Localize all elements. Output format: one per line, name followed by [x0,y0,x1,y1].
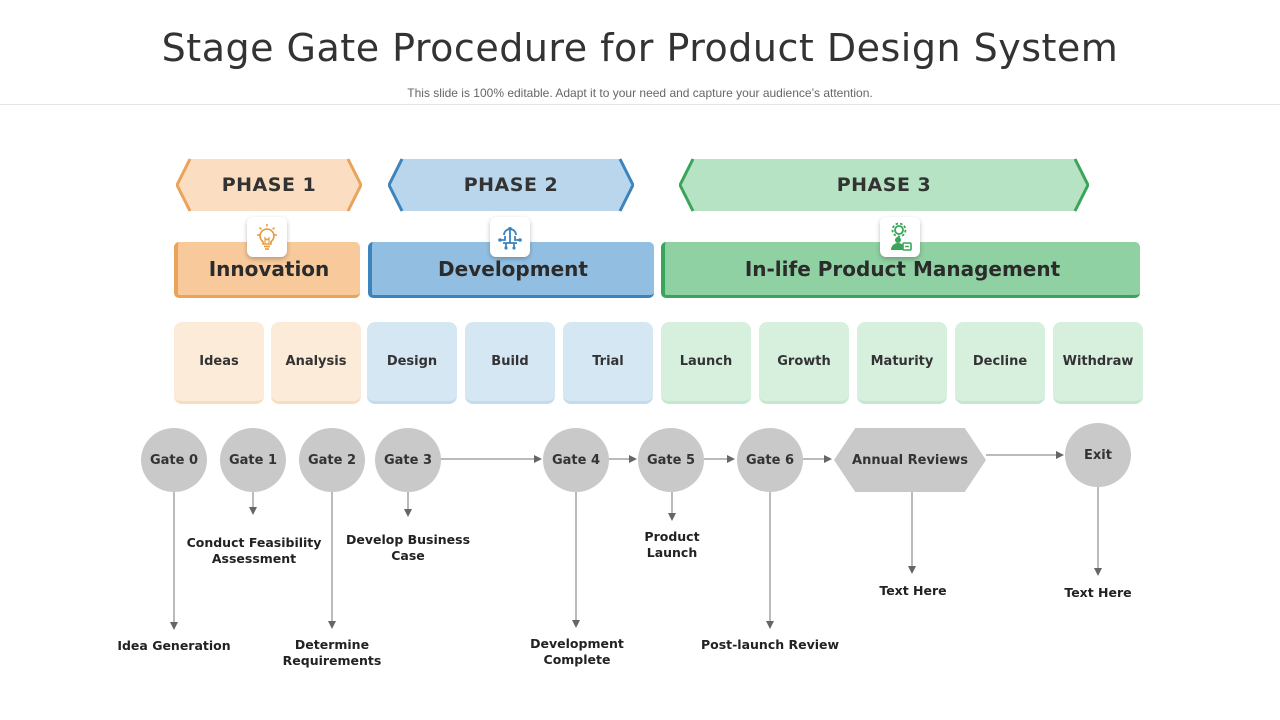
note-exit-text: Text Here [1064,585,1132,600]
lightbulb-icon [247,217,287,257]
phase-1-chevron: PHASE 1 [176,158,362,212]
note-annual-text: Text Here [879,583,947,598]
in-life-management-bar: In-life Product Management [661,242,1140,298]
gate-2: Gate 2 [299,428,365,492]
gate-6: Gate 6 [737,428,803,492]
slide-title: Stage Gate Procedure for Product Design … [161,26,1119,70]
note-idea-generation: Idea Generation [117,638,231,653]
note-development-complete: Development Complete [530,636,624,667]
stage-launch: Launch [661,322,751,404]
stage-withdraw: Withdraw [1053,322,1143,404]
gear-person-icon [880,217,920,257]
gate-4: Gate 4 [543,428,609,492]
stage-build: Build [465,322,555,404]
stage-ideas: Ideas [174,322,264,404]
header-divider [0,104,1280,105]
slide-subtitle: This slide is 100% editable. Adapt it to… [407,86,873,100]
stage-decline: Decline [955,322,1045,404]
innovation-bar: Innovation [174,242,360,298]
annual-reviews-hexagon: Annual Reviews [834,428,986,492]
note-requirements: Determine Requirements [282,637,382,668]
phase-1-label: PHASE 1 [221,174,317,196]
exit-node: Exit [1065,423,1131,487]
gate-5: Gate 5 [638,428,704,492]
gate-1: Gate 1 [220,428,286,492]
note-post-launch-review: Post-launch Review [700,637,840,652]
stage-design: Design [367,322,457,404]
phase-3-chevron: PHASE 3 [679,158,1089,212]
phase-2-label: PHASE 2 [463,174,559,196]
phase-2-chevron: PHASE 2 [388,158,634,212]
gate-0: Gate 0 [141,428,207,492]
circuit-icon [490,217,530,257]
stage-trial: Trial [563,322,653,404]
note-feasibility: Conduct Feasibility Assessment [186,535,322,566]
phase-3-label: PHASE 3 [836,174,932,196]
stage-maturity: Maturity [857,322,947,404]
note-business-case: Develop Business Case [345,532,471,563]
note-product-launch: Product Launch [644,529,700,560]
stage-analysis: Analysis [271,322,361,404]
gate-3: Gate 3 [375,428,441,492]
stage-growth: Growth [759,322,849,404]
